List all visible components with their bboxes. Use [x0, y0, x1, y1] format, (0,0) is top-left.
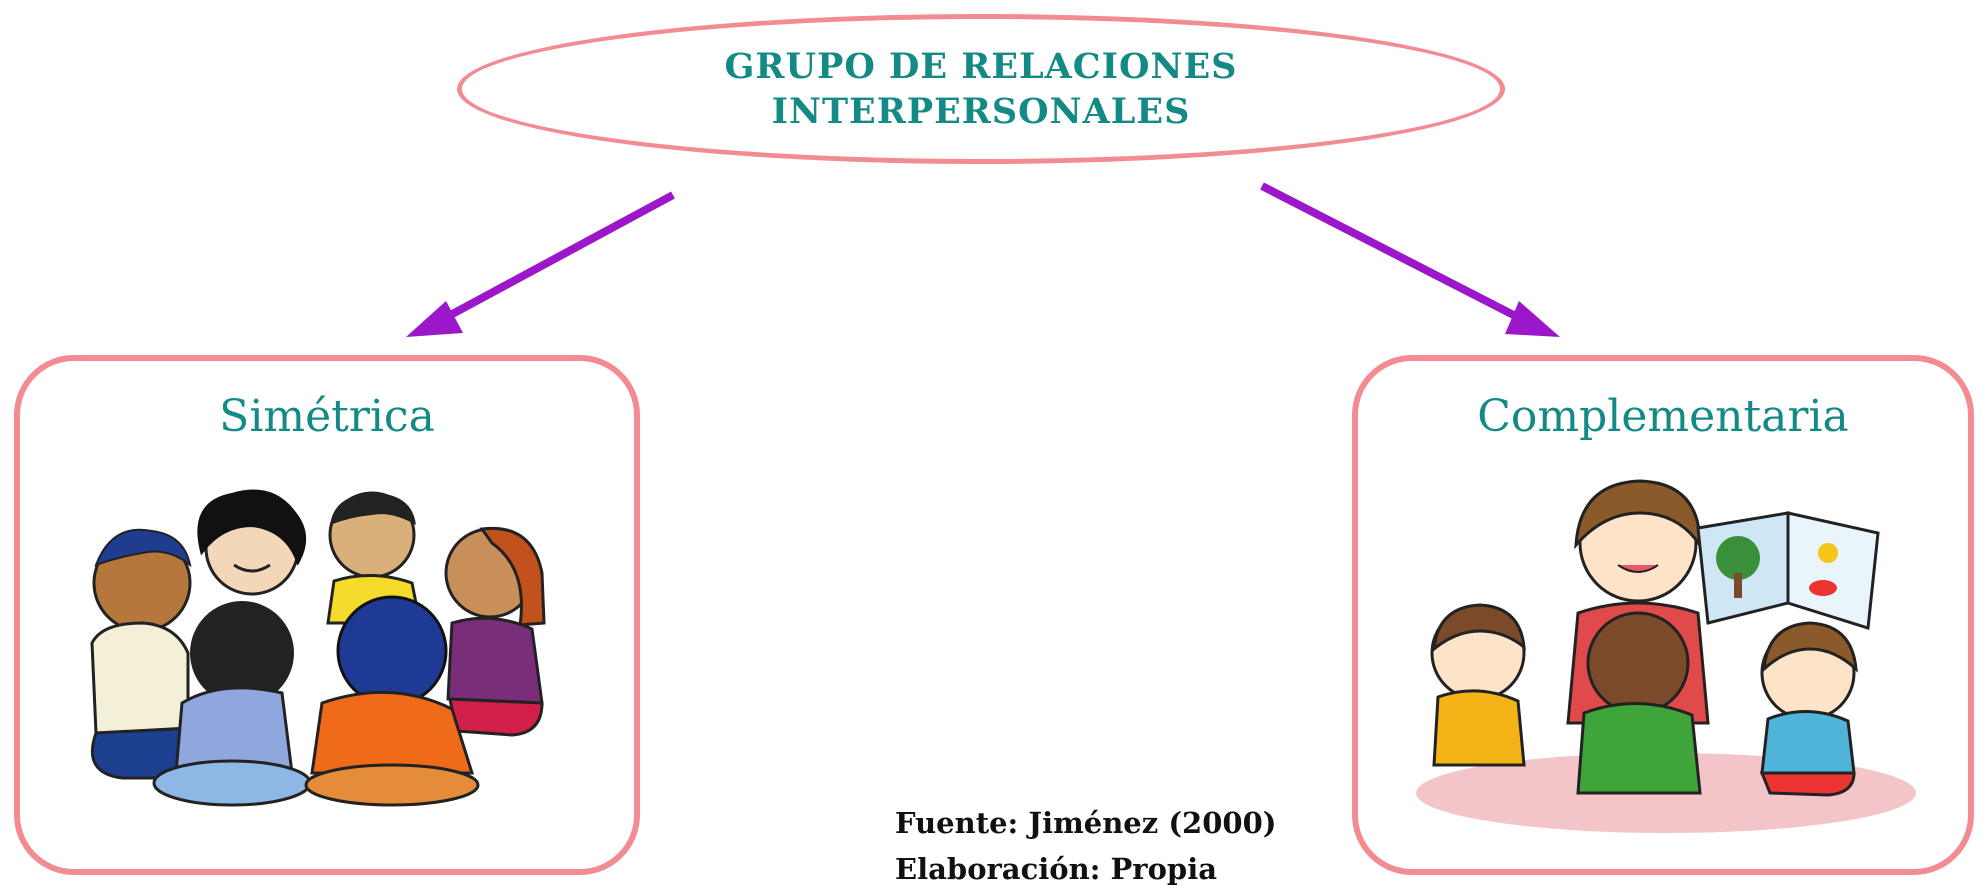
- child-back-right: [444, 526, 546, 737]
- title-line-2: INTERPERSONALES: [771, 91, 1191, 132]
- complementaria-label: Complementaria: [1477, 391, 1849, 442]
- children-circle-illustration: [90, 489, 546, 807]
- source-caption: Fuente: Jiménez (2000): [895, 806, 1277, 840]
- title-node: GRUPO DE RELACIONES INTERPERSONALES: [457, 14, 1505, 164]
- complementaria-box: Complementaria: [1352, 355, 1974, 875]
- child-center: [1576, 611, 1702, 795]
- simetrica-label: Simétrica: [219, 391, 435, 442]
- child-left: [1430, 603, 1526, 767]
- picture-book: [1696, 511, 1880, 630]
- arrow-to-complementaria: [1260, 182, 1560, 337]
- teacher-reading-to-children-illustration: [1416, 479, 1916, 833]
- child-right: [1759, 621, 1858, 797]
- child-front-right: [304, 595, 480, 807]
- credit-caption: Elaboración: Propia: [895, 852, 1218, 886]
- title-line-1: GRUPO DE RELACIONES: [724, 46, 1238, 87]
- child-back-left: [90, 528, 194, 780]
- arrow-to-simetrica: [406, 191, 675, 337]
- child-back-center-left: [197, 489, 306, 596]
- child-front-left: [152, 601, 312, 807]
- simetrica-box: Simétrica: [14, 355, 640, 875]
